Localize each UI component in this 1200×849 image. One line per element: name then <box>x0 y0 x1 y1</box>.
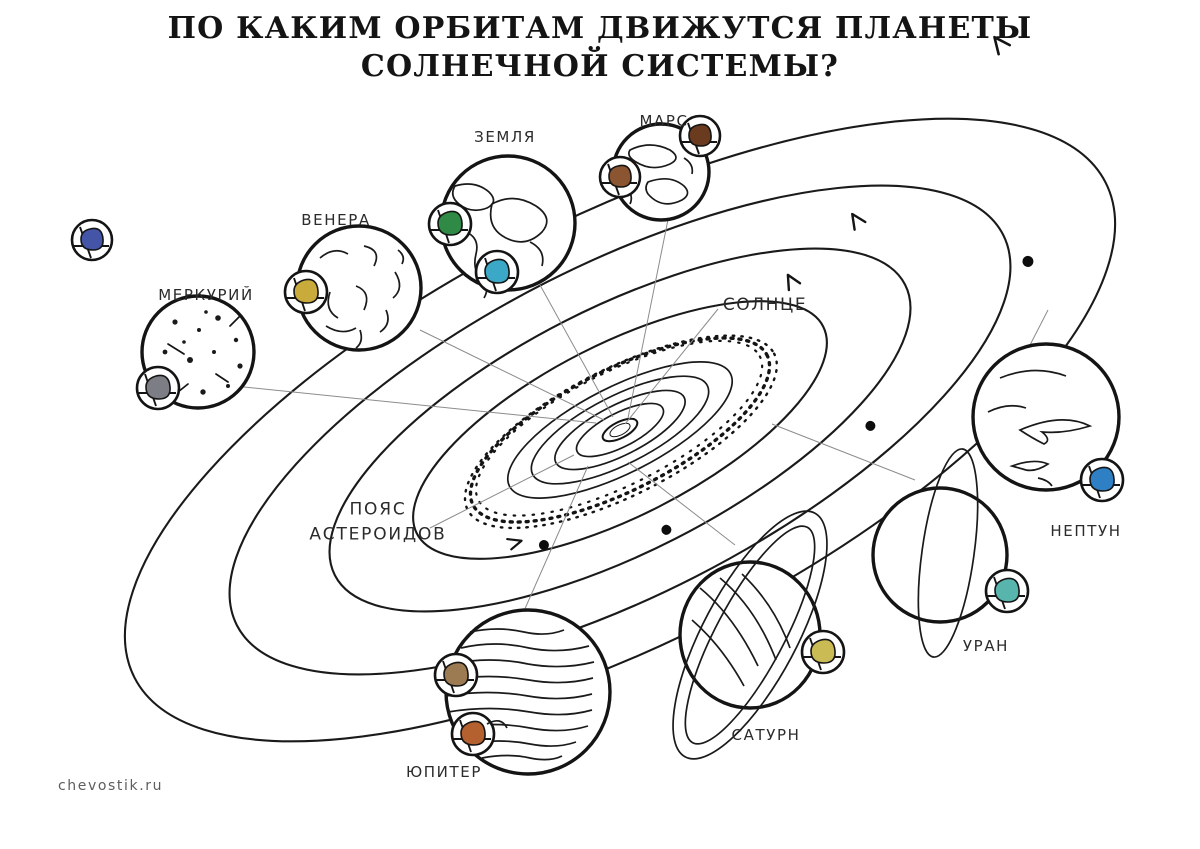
badge-standalone-corner <box>70 218 114 262</box>
orbit-saturn <box>328 247 912 613</box>
leader-uranus <box>771 423 916 481</box>
badge-mars-1 <box>598 155 642 199</box>
sun <box>601 417 639 443</box>
planet-saturn <box>672 510 828 760</box>
orbit-mars <box>506 361 734 499</box>
leader-belt <box>429 454 575 529</box>
orbit-arrow-neptune <box>993 35 1012 56</box>
asteroid-belt-ring <box>463 334 779 530</box>
planet-neptune <box>971 342 1121 492</box>
saturn-rings <box>672 510 828 760</box>
badge-uranus-1 <box>984 568 1030 614</box>
planet-uranus <box>871 448 1009 658</box>
mercury-scratches <box>167 316 240 393</box>
badge-venus-1 <box>283 269 329 315</box>
orbit-arrow-saturn <box>851 212 867 231</box>
orbit-venus <box>554 389 686 471</box>
badge-earth-2 <box>474 249 520 295</box>
orbit-arrow-jupiter <box>786 273 802 292</box>
mercury-craters <box>156 310 243 395</box>
badge-mars-2 <box>678 114 722 158</box>
orbit-uranus <box>228 184 1012 676</box>
badge-jupiter-2 <box>450 711 508 757</box>
orbit-dot-neptune <box>1022 255 1034 267</box>
leader-jupiter <box>519 465 589 621</box>
watermark: chevostik.ru <box>58 778 164 794</box>
leader-mercury <box>214 383 597 424</box>
orbit-dot-saturn <box>661 524 672 535</box>
orbit-jupiter <box>412 300 828 560</box>
orbit-arrow-inner <box>506 537 523 551</box>
badge-neptune-1 <box>1079 457 1125 503</box>
badge-jupiter-1 <box>433 652 479 698</box>
orbit-mercury <box>575 402 665 458</box>
leader-earth <box>539 284 614 418</box>
leader-saturn <box>627 461 736 546</box>
mars-surface <box>625 144 694 205</box>
orbit-dot-uranus <box>865 420 876 431</box>
neptune-streaks <box>987 369 1093 487</box>
orbit-dot-jupiter <box>538 540 549 551</box>
badge-mercury-1 <box>135 365 181 411</box>
leader-venus <box>419 329 605 421</box>
uranus-ring <box>917 448 979 658</box>
badge-earth-1 <box>427 201 473 247</box>
leader-neptune <box>1029 309 1049 346</box>
orbit-earth <box>530 375 710 485</box>
badge-saturn-1 <box>800 629 846 675</box>
venus-swirls <box>319 245 405 349</box>
leader-sun <box>624 308 719 425</box>
